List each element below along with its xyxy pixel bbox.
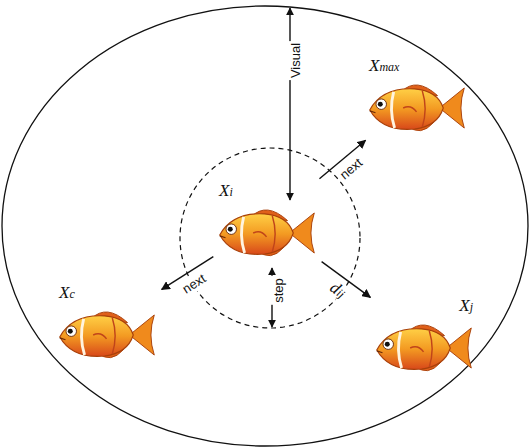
fish-node: Xi bbox=[215, 180, 320, 264]
step-label: step bbox=[270, 276, 285, 305]
label-row: Xc bbox=[55, 282, 160, 304]
label-row: Xj bbox=[372, 295, 477, 317]
edge-label: next bbox=[180, 271, 209, 297]
fish-illustration bbox=[365, 77, 470, 139]
visual-arrow bbox=[289, 8, 290, 200]
label-row: Xmax bbox=[365, 55, 470, 77]
fish-illustration bbox=[215, 202, 320, 264]
label-row: Xi bbox=[215, 180, 320, 202]
visual-label: Visual bbox=[289, 40, 304, 79]
fish-label: Xc bbox=[59, 282, 75, 305]
edge-label-box: dij bbox=[325, 278, 351, 303]
fish-label: Xmax bbox=[369, 55, 399, 78]
fish-illustration bbox=[372, 317, 477, 379]
edge-label: next bbox=[336, 155, 364, 182]
step-range-circle bbox=[180, 148, 360, 328]
fish-node: Xmax bbox=[365, 55, 470, 139]
fish-illustration bbox=[55, 304, 160, 366]
fish-label: Xi bbox=[219, 180, 233, 203]
fish-node: Xc bbox=[55, 282, 160, 366]
edge-label-box: next bbox=[178, 270, 211, 299]
edge-label-box: next bbox=[335, 154, 367, 185]
fish-label: Xj bbox=[459, 295, 473, 318]
edge-label: dij bbox=[327, 279, 349, 302]
fish-node: Xj bbox=[372, 295, 477, 379]
visual-range-ellipse bbox=[2, 6, 528, 446]
